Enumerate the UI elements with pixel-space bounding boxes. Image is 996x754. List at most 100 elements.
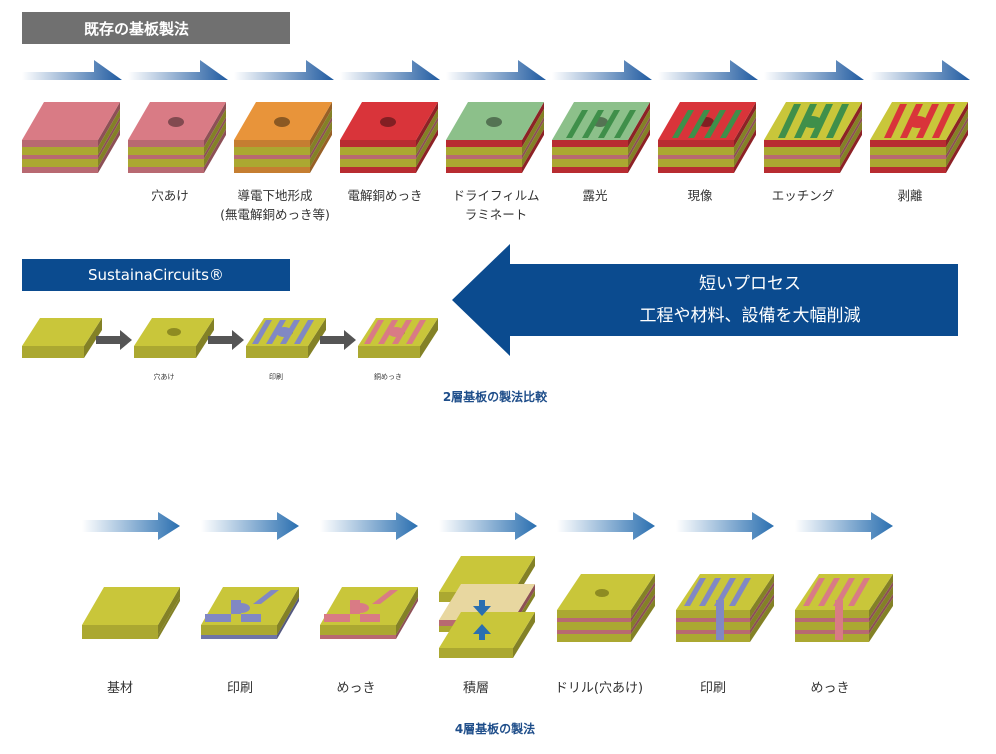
short-process-text: 短いプロセス 工程や材料、設備を大幅削減	[560, 268, 940, 332]
conv-arrow-7	[658, 60, 758, 80]
sus-step-label-3: 印刷	[269, 373, 283, 381]
sus-trace	[294, 320, 314, 344]
conv-step-label-6: 露光	[582, 188, 608, 203]
four-trace	[803, 578, 825, 606]
conv-pad	[908, 116, 928, 128]
sustaina-title-banner: SustainaCircuits®	[22, 259, 290, 291]
four-board-2	[201, 587, 299, 639]
four-trace-2	[253, 590, 279, 604]
conv-arrow-3	[234, 60, 334, 80]
four-arrow-7	[795, 512, 893, 540]
four-trace	[699, 578, 721, 606]
conv-step-label-8: エッチング	[771, 188, 835, 203]
conv-arrow-5	[446, 60, 546, 80]
sus-step-label-2: 穴あけ	[153, 373, 175, 381]
four-step-label-6: 印刷	[699, 681, 726, 696]
conv-board-3	[234, 102, 332, 173]
sus-step-arrow-3	[320, 330, 356, 350]
short-process-line1: 短いプロセス	[699, 274, 801, 294]
four-pattern-2	[205, 600, 261, 622]
conv-hole-4	[380, 117, 396, 127]
four-board-7	[795, 574, 893, 642]
four-trace	[848, 578, 870, 606]
sus-board-2	[134, 318, 214, 358]
short-process-arrow	[452, 244, 958, 356]
conv-arrow-8	[764, 60, 864, 80]
conventional-title-banner: 既存の基板製法	[22, 12, 290, 44]
conv-board-5	[446, 102, 544, 173]
sus-trace	[364, 320, 384, 344]
conv-board-1	[22, 102, 120, 173]
conv-trace	[932, 104, 955, 138]
four-step-label-2: 印刷	[226, 681, 253, 696]
sus-step-label-4: 銅めっき	[374, 373, 402, 381]
four-step-label-1: 基材	[106, 681, 133, 696]
press-arrow-up	[473, 624, 491, 640]
conv-trace	[826, 104, 849, 138]
sus-trace	[252, 320, 272, 344]
sus-step-arrow-1	[96, 330, 132, 350]
conv-arrow-1	[22, 60, 122, 80]
conv-develop-stripe	[688, 110, 710, 138]
conv-step-label-4: 電解銅めっき	[347, 188, 423, 203]
conv-exposure-stripe	[598, 110, 620, 138]
four-arrow-5	[557, 512, 655, 540]
caption-4layer: 4層基板の製法	[454, 722, 536, 736]
conv-develop-stripe	[672, 110, 694, 138]
conv-hole-2	[168, 117, 184, 127]
four-board-3	[320, 587, 418, 639]
four-board-1	[82, 587, 180, 639]
four-trace-3	[372, 590, 398, 604]
four-trace	[714, 578, 736, 606]
sus-pad	[388, 327, 404, 337]
drill-hole	[595, 589, 609, 597]
conv-trace	[778, 104, 801, 138]
four-board-6	[676, 574, 774, 642]
four-arrow-3	[320, 512, 418, 540]
four-step-label-5: ドリル(穴あけ)	[554, 681, 644, 696]
four-arrow-2	[201, 512, 299, 540]
four-pad-3	[351, 603, 369, 613]
four-layer-boards	[82, 556, 893, 658]
sus-hole-2	[167, 328, 181, 336]
conv-arrow-4	[340, 60, 440, 80]
four-step-label-3: めっき	[336, 681, 376, 696]
four-pad-2	[232, 603, 250, 613]
four-pattern-3	[324, 600, 380, 622]
conv-develop-stripe	[704, 110, 726, 138]
conv-board-2	[128, 102, 226, 173]
conventional-title: 既存の基板製法	[84, 19, 190, 38]
conventional-boards	[22, 102, 968, 173]
conv-board-4	[340, 102, 438, 173]
conv-board-9	[870, 102, 968, 173]
four-via	[716, 600, 724, 640]
sus-step-arrow-2	[208, 330, 244, 350]
four-arrow-4	[439, 512, 537, 540]
four-layer-step-arrows	[82, 512, 893, 540]
short-process-line2: 工程や材料、設備を大幅削減	[639, 306, 861, 326]
four-arrow-1	[82, 512, 180, 540]
conv-step-label-2: 穴あけ	[151, 188, 189, 203]
four-trace	[833, 578, 855, 606]
conv-step-label-9: 剥離	[897, 188, 923, 203]
conv-hole-3	[274, 117, 290, 127]
sustaina-title: SustainaCircuits®	[88, 266, 224, 284]
conv-arrow-9	[870, 60, 970, 80]
conv-pad	[802, 116, 822, 128]
conv-exposure-stripe	[582, 110, 604, 138]
conv-arrow-6	[552, 60, 652, 80]
four-trace	[729, 578, 751, 606]
four-arrow-6	[676, 512, 774, 540]
conv-step-label-5: ドライフィルム ラミネート	[452, 188, 540, 222]
conv-step-label-3: 導電下地形成 (無電解銅めっき等)	[220, 188, 330, 222]
four-board-5	[557, 574, 655, 642]
sus-pad	[276, 327, 292, 337]
four-step-label-4: 積層	[462, 681, 489, 696]
four-via	[835, 600, 843, 640]
four-trace	[818, 578, 840, 606]
press-arrow-down	[473, 600, 491, 616]
conv-board-7	[658, 102, 756, 173]
conv-arrow-2	[128, 60, 228, 80]
caption-2layer: 2層基板の製法比較	[442, 390, 548, 404]
sus-trace	[406, 320, 426, 344]
